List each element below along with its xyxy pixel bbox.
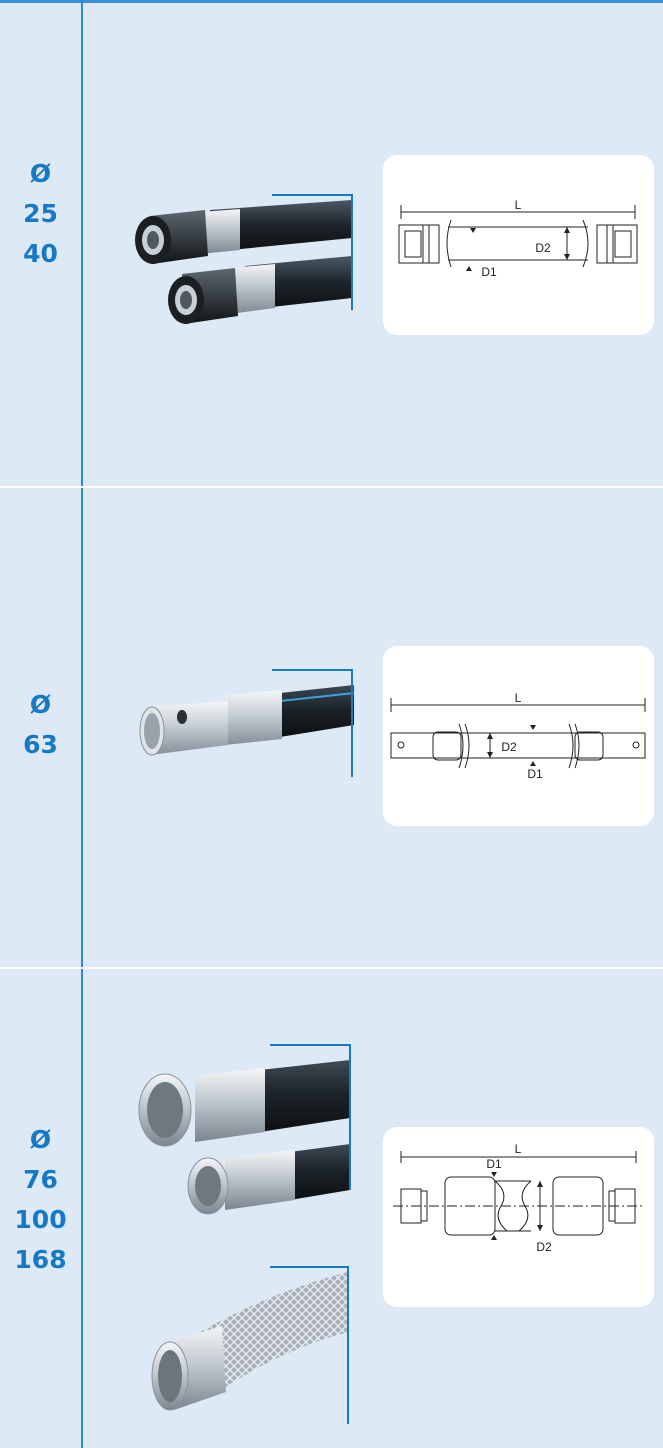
dimension-drawing: L D2 D1 bbox=[398, 198, 638, 279]
left-column-divider bbox=[81, 0, 83, 1448]
dimension-drawing: L D1 D2 bbox=[393, 1142, 645, 1254]
dimension-drawing: L D2 D1 bbox=[390, 691, 646, 781]
diameter-symbol: Ø bbox=[29, 159, 52, 188]
diameter-value: 168 bbox=[14, 1245, 67, 1274]
diameter-label-section-1: Ø 25 40 bbox=[0, 154, 81, 274]
braided-hose-photo bbox=[151, 1266, 349, 1424]
top-border bbox=[0, 0, 663, 3]
dimension-drawing-card: L D2 D1 bbox=[383, 155, 654, 335]
outer-diameter-label: D2 bbox=[535, 241, 551, 255]
dimension-drawing-card: L D1 D2 bbox=[383, 1127, 654, 1307]
outer-diameter-label: D2 bbox=[501, 740, 517, 754]
length-label: L bbox=[515, 198, 522, 212]
inner-diameter-label: D1 bbox=[527, 767, 543, 781]
inner-diameter-label: D1 bbox=[486, 1157, 502, 1171]
section-separator bbox=[0, 967, 663, 969]
diameter-label-section-2: Ø 63 bbox=[0, 685, 81, 765]
length-label: L bbox=[515, 691, 522, 705]
inner-diameter-label: D1 bbox=[481, 265, 497, 279]
diameter-symbol: Ø bbox=[29, 690, 52, 719]
diameter-label-section-3: Ø 76 100 168 bbox=[0, 1120, 81, 1280]
dimension-drawing-card: L D2 D1 bbox=[383, 646, 654, 826]
diameter-value: 25 bbox=[23, 199, 58, 228]
outer-diameter-label: D2 bbox=[536, 1240, 552, 1254]
diameter-value: 76 bbox=[23, 1165, 58, 1194]
hose-photo-small-couplings bbox=[135, 194, 353, 324]
section-separator bbox=[0, 486, 663, 488]
diameter-value: 100 bbox=[14, 1205, 67, 1234]
hose-photo-63 bbox=[139, 669, 355, 777]
diameter-value: 63 bbox=[23, 730, 58, 759]
diameter-symbol: Ø bbox=[29, 1125, 52, 1154]
diameter-value: 40 bbox=[23, 239, 58, 268]
hose-photo-large-couplings bbox=[138, 1044, 351, 1215]
length-label: L bbox=[515, 1142, 522, 1156]
